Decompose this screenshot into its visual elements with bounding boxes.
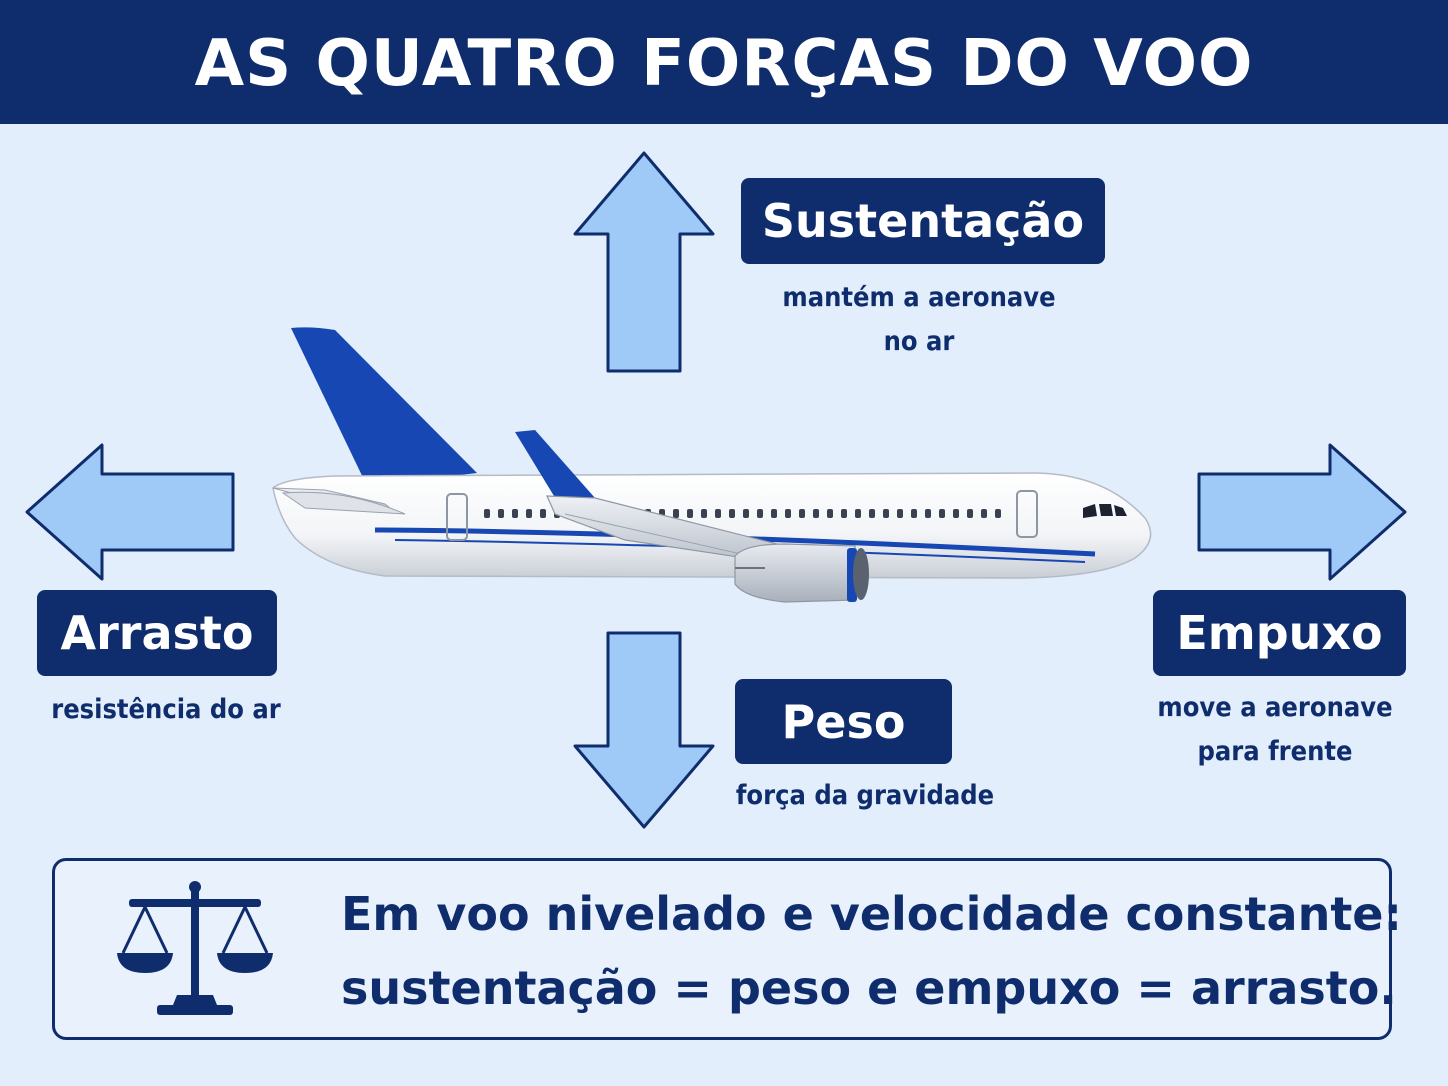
summary-line1: Em voo nivelado e velocidade constante: (341, 887, 1402, 941)
summary-line2: sustentação = peso e empuxo = arrasto. (341, 961, 1397, 1015)
arrow-right-icon (1197, 443, 1407, 581)
arrow-up-icon (573, 151, 715, 373)
thrust-description-line2: para frente (1197, 736, 1353, 767)
arrow-left-icon (25, 443, 235, 581)
page-title: AS QUATRO FORÇAS DO VOO (194, 27, 1254, 101)
lift-description-line2: no ar (883, 326, 955, 357)
weight-label: Peso (735, 679, 952, 764)
thrust-description: move a aeronave para frente (1140, 686, 1410, 774)
lift-label: Sustentação (741, 178, 1105, 264)
summary-box: Em voo nivelado e velocidade constante: … (52, 858, 1402, 1040)
tail-fin (291, 327, 477, 486)
drag-label: Arrasto (37, 590, 277, 676)
airplane-illustration (272, 327, 1152, 603)
thrust-description-line1: move a aeronave (1157, 692, 1393, 723)
summary-text: Em voo nivelado e velocidade constante: … (341, 877, 1402, 1025)
header-banner: AS QUATRO FORÇAS DO VOO (0, 0, 1448, 124)
arrow-down-icon (573, 631, 715, 829)
drag-description: resistência do ar (51, 694, 281, 725)
thrust-label: Empuxo (1153, 590, 1406, 676)
lift-description-line1: mantém a aeronave (782, 282, 1056, 313)
lift-description: mantém a aeronave no ar (741, 276, 1097, 364)
balance-scale-icon (117, 881, 273, 1015)
weight-description: força da gravidade (735, 780, 995, 811)
